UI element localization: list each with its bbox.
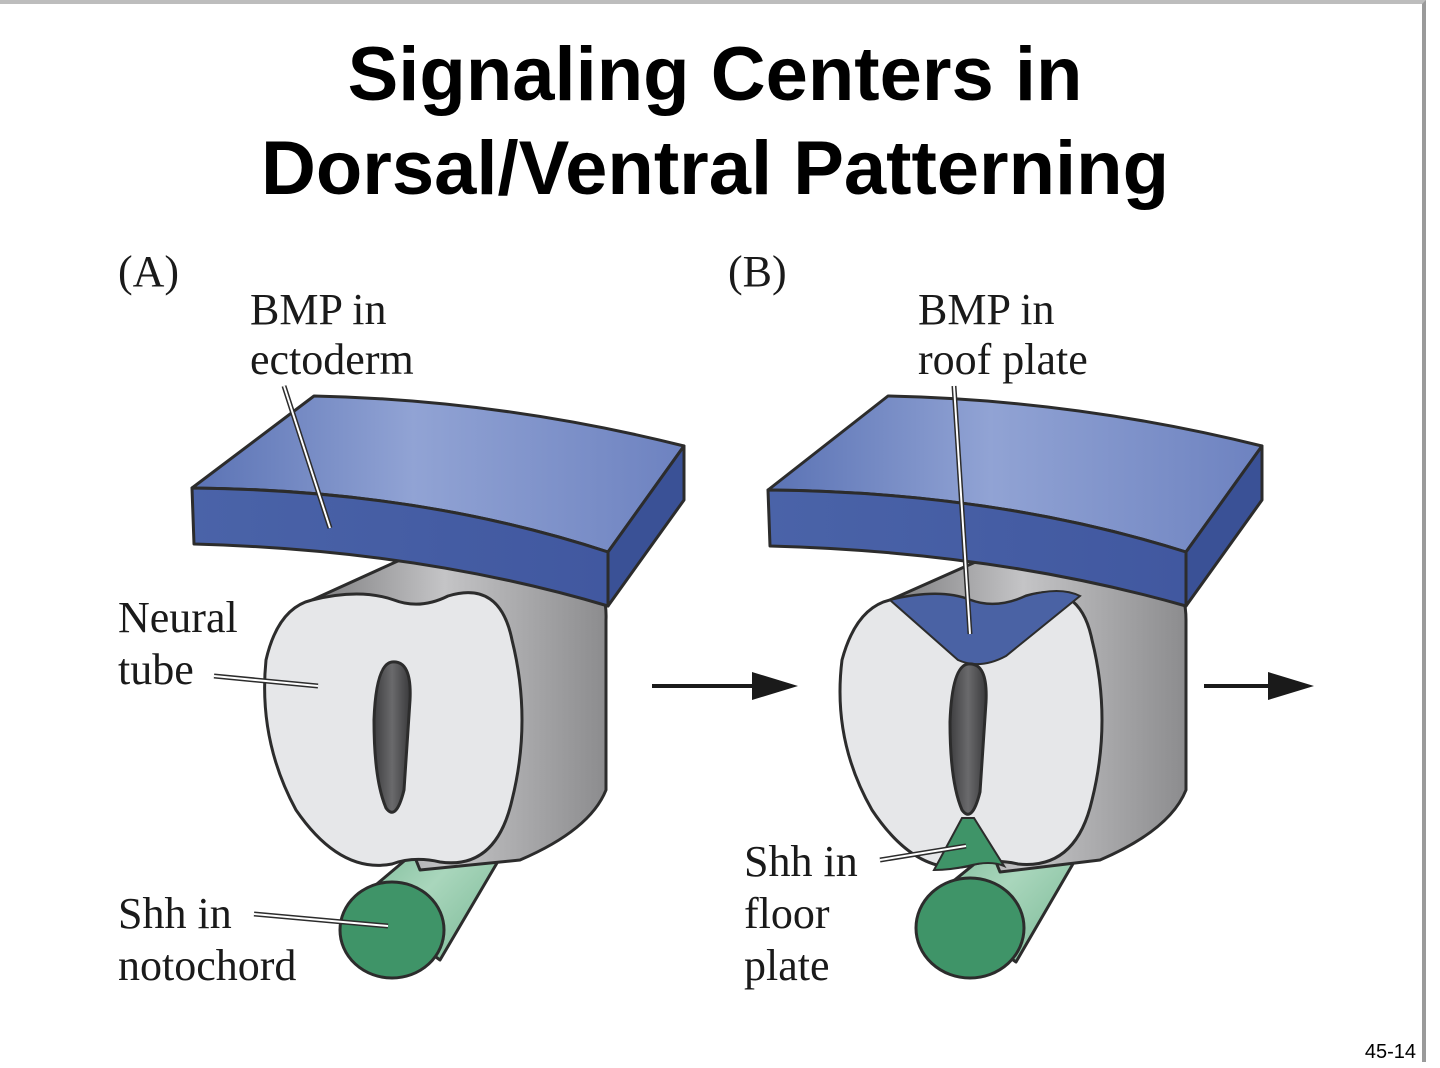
roof-plate-b — [887, 590, 1082, 666]
ectoderm-slab-a — [190, 394, 686, 608]
shh-notochord-label-line1: Shh in — [118, 889, 232, 938]
shh-floor-plate-label-line2: floor — [744, 889, 830, 938]
shh-floor-plate-label-line1: Shh in — [744, 837, 858, 886]
shh-floor-plate-label-line3: plate — [744, 941, 830, 990]
panel-b: (B) BMP in roof plate Shh in floor plate — [728, 247, 1264, 990]
arrow-a-to-b — [652, 672, 798, 700]
slide-title: Signaling Centers in Dorsal/Ventral Patt… — [0, 28, 1430, 216]
bmp-roof-plate-label-line1: BMP in — [918, 285, 1055, 334]
arrow-after-b — [1204, 672, 1314, 700]
floor-plate-b — [932, 817, 1007, 872]
bmp-roof-plate-label-line2: roof plate — [918, 335, 1088, 384]
panel-b-letter: (B) — [728, 247, 787, 296]
neural-tube-label-line1: Neural — [118, 593, 238, 642]
bmp-ectoderm-label-line1: BMP in — [250, 285, 387, 334]
slide-number: 45-14 — [1364, 1041, 1416, 1063]
lumen-a — [372, 660, 412, 814]
shh-notochord-label-line2: notochord — [118, 941, 296, 990]
panel-a-letter: (A) — [118, 247, 179, 296]
neural-tube-label-line2: tube — [118, 645, 194, 694]
panel-a: (A) BMP in ectoderm Neural tube Shh in n… — [118, 247, 686, 990]
ectoderm-slab-b — [766, 394, 1264, 608]
title-line-2: Dorsal/Ventral Patterning — [260, 126, 1170, 211]
lumen-b — [948, 662, 988, 816]
bmp-ectoderm-label-line2: ectoderm — [250, 335, 414, 384]
title-line-1: Signaling Centers in — [347, 32, 1083, 117]
